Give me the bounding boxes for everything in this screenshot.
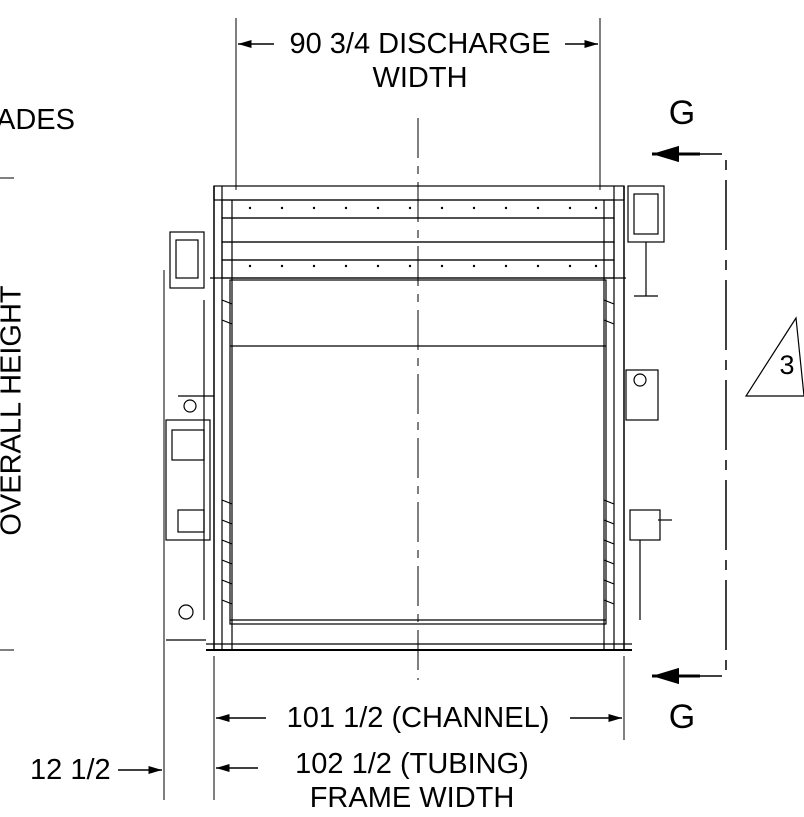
grades-label-fragment: ADES: [0, 104, 75, 136]
section-label-bottom: G: [668, 698, 696, 736]
revision-number: 3: [779, 350, 795, 380]
frame-width-label: FRAME WIDTH: [309, 782, 515, 814]
machine-frame: [165, 185, 672, 651]
overall-height-label: OVERALL HEIGHT: [0, 285, 28, 536]
channel-width-label: 101 1/2 (CHANNEL): [286, 702, 550, 734]
section-label-top: G: [668, 94, 696, 132]
discharge-width-label-line1: 90 3/4 DISCHARGE: [289, 28, 551, 60]
section-line-g: [652, 153, 727, 677]
tubing-width-label: 102 1/2 (TUBING): [295, 748, 529, 780]
offset-dimension-label: 12 1/2: [30, 754, 111, 786]
discharge-width-label-line2: WIDTH: [372, 62, 468, 94]
revision-triangle: [744, 316, 804, 397]
